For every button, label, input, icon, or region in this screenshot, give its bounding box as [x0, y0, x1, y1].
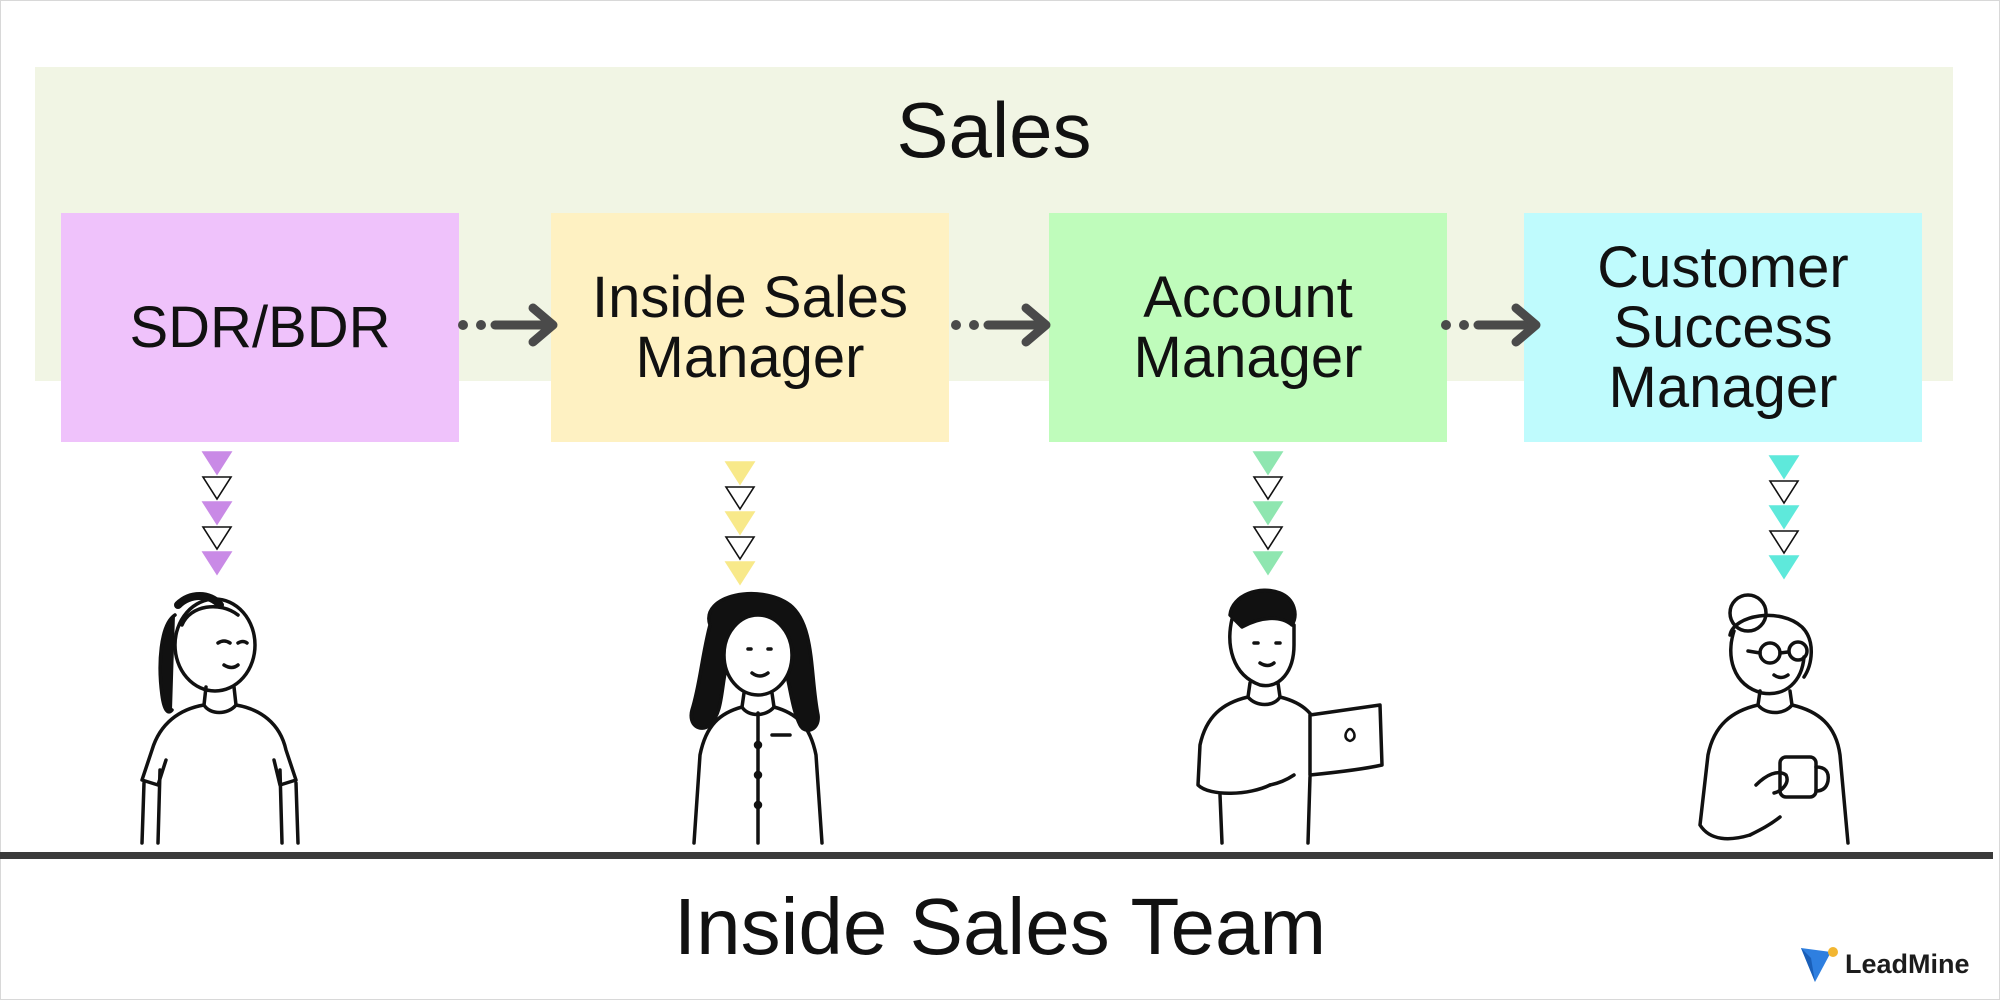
filled-triangle: [1252, 501, 1284, 526]
outline-triangle: [1252, 526, 1284, 551]
filled-triangle: [1768, 455, 1800, 480]
filled-triangle: [1252, 551, 1284, 576]
person-illustration-customer-success-icon: [1698, 593, 1850, 845]
leadmine-logo-icon: [1801, 947, 1838, 982]
logo-text: LeadMine: [1845, 948, 1970, 979]
outline-triangle: [1768, 530, 1800, 555]
down-triangles-icon: [1768, 455, 1800, 580]
outline-triangle: [724, 486, 756, 511]
role-box-account-manager: Account Manager: [1049, 213, 1447, 442]
filled-triangle: [201, 451, 233, 476]
filled-triangle: [724, 511, 756, 536]
down-triangles-icon: [724, 461, 756, 586]
filled-triangle: [1768, 555, 1800, 580]
team-title: Inside Sales Team: [673, 882, 1327, 971]
role-label: SDR/BDR: [129, 294, 391, 360]
outline-triangle: [1768, 480, 1800, 505]
filled-triangle: [1252, 451, 1284, 476]
sales-group-title: Sales: [896, 86, 1092, 174]
down-triangles-icon: [201, 451, 233, 576]
filled-triangle: [201, 501, 233, 526]
brand-logo: LeadMine: [1797, 942, 1987, 986]
dotted-arrow-icon: [1441, 303, 1541, 347]
role-box-inside-sales-manager: Inside Sales Manager: [551, 213, 949, 442]
role-label: Inside Sales Manager: [592, 264, 908, 390]
role-box-customer-success-manager: Customer Success Manager: [1524, 213, 1922, 442]
team-baseline-divider: [0, 852, 1993, 859]
outline-triangle: [1252, 476, 1284, 501]
role-label: Account Manager: [1133, 264, 1363, 390]
filled-triangle: [1768, 505, 1800, 530]
dotted-arrow-icon: [951, 303, 1051, 347]
outline-triangle: [201, 526, 233, 551]
outline-triangle: [201, 476, 233, 501]
dotted-arrow-icon: [458, 303, 558, 347]
filled-triangle: [201, 551, 233, 576]
filled-triangle: [724, 461, 756, 486]
role-box-sdr-bdr: SDR/BDR: [61, 213, 459, 442]
outline-triangle: [724, 536, 756, 561]
role-label: Customer Success Manager: [1597, 234, 1849, 420]
person-illustration-manager-icon: [689, 591, 824, 845]
filled-triangle: [724, 561, 756, 586]
person-illustration-sdr-icon: [140, 592, 300, 845]
down-triangles-icon: [1252, 451, 1284, 576]
person-illustration-account-manager-icon: [1196, 588, 1384, 845]
